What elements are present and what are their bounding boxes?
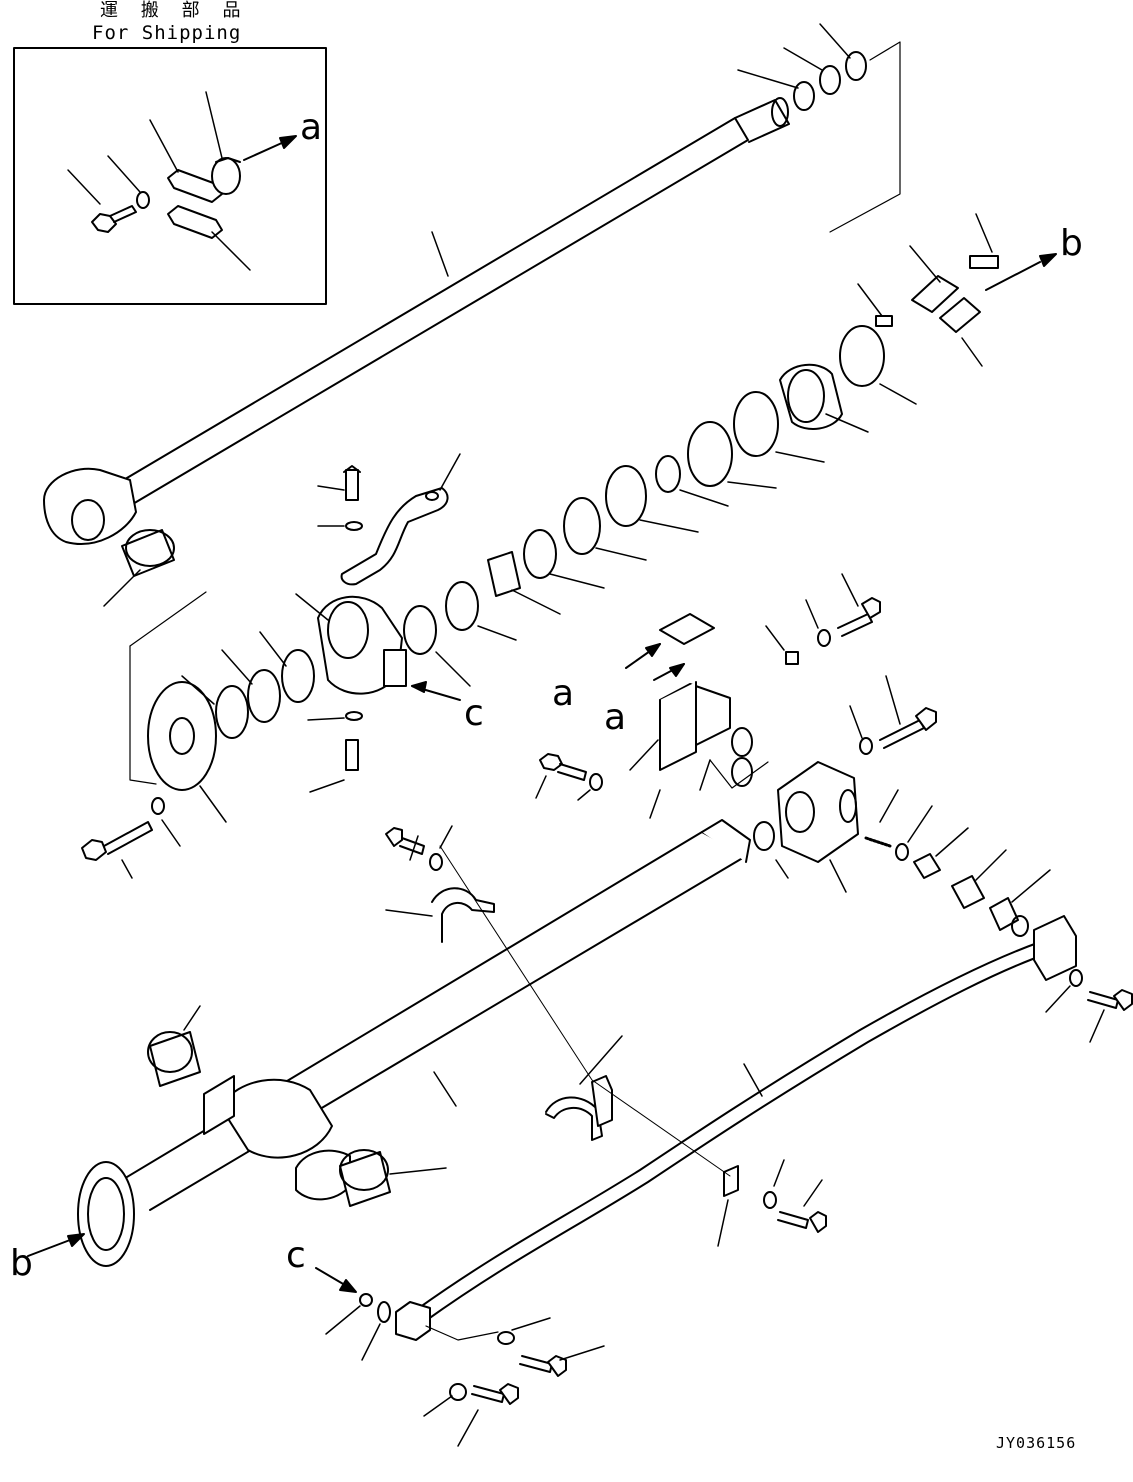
relief-valve: [753, 675, 937, 893]
callout-a-valve-1: a: [552, 673, 575, 714]
callout-c-pipe: c: [286, 1235, 306, 1276]
piston: [779, 325, 917, 433]
valve-bolts: [535, 573, 881, 801]
flange-bolt: [81, 797, 181, 879]
inset-split-flange: [149, 119, 251, 271]
shipping-inset-frame: [13, 47, 327, 305]
head-bolts: [307, 465, 363, 793]
rod-bushing: [103, 529, 175, 607]
tube-bushings: [147, 1005, 447, 1207]
pipe-clamps: [385, 825, 827, 1247]
rod-seal-rings: [737, 23, 867, 111]
drawing-code: JY036156: [996, 1434, 1077, 1452]
piston-nut: [857, 213, 1057, 367]
valve-block: [625, 613, 769, 819]
bracket-plate: [340, 453, 461, 586]
valve-small-parts: [864, 789, 1051, 937]
shipping-parts-group: [13, 47, 327, 305]
cylinder-tube: [27, 819, 751, 1267]
callout-a-valve-2: a: [604, 697, 627, 738]
head-flange: [129, 591, 315, 823]
callout-c-head: c: [464, 693, 484, 734]
head-seals: [403, 391, 825, 687]
callout-b-tube: b: [10, 1243, 33, 1284]
shipping-title-japanese: 運 搬 部 品: [100, 0, 247, 21]
shipping-title-english: For Shipping: [92, 22, 242, 44]
inset-arrow-a: [243, 135, 297, 161]
cylinder-head: [295, 593, 461, 701]
inset-washer: [107, 155, 150, 209]
pipe-end-bolts: [315, 969, 1133, 1447]
callout-a-inset: a: [300, 107, 323, 148]
inset-cap: [205, 91, 241, 195]
piston-rod: [43, 41, 901, 545]
hydraulic-pipe: [395, 915, 1077, 1341]
callout-b-top: b: [1060, 223, 1083, 264]
inset-bolt: [67, 169, 137, 233]
